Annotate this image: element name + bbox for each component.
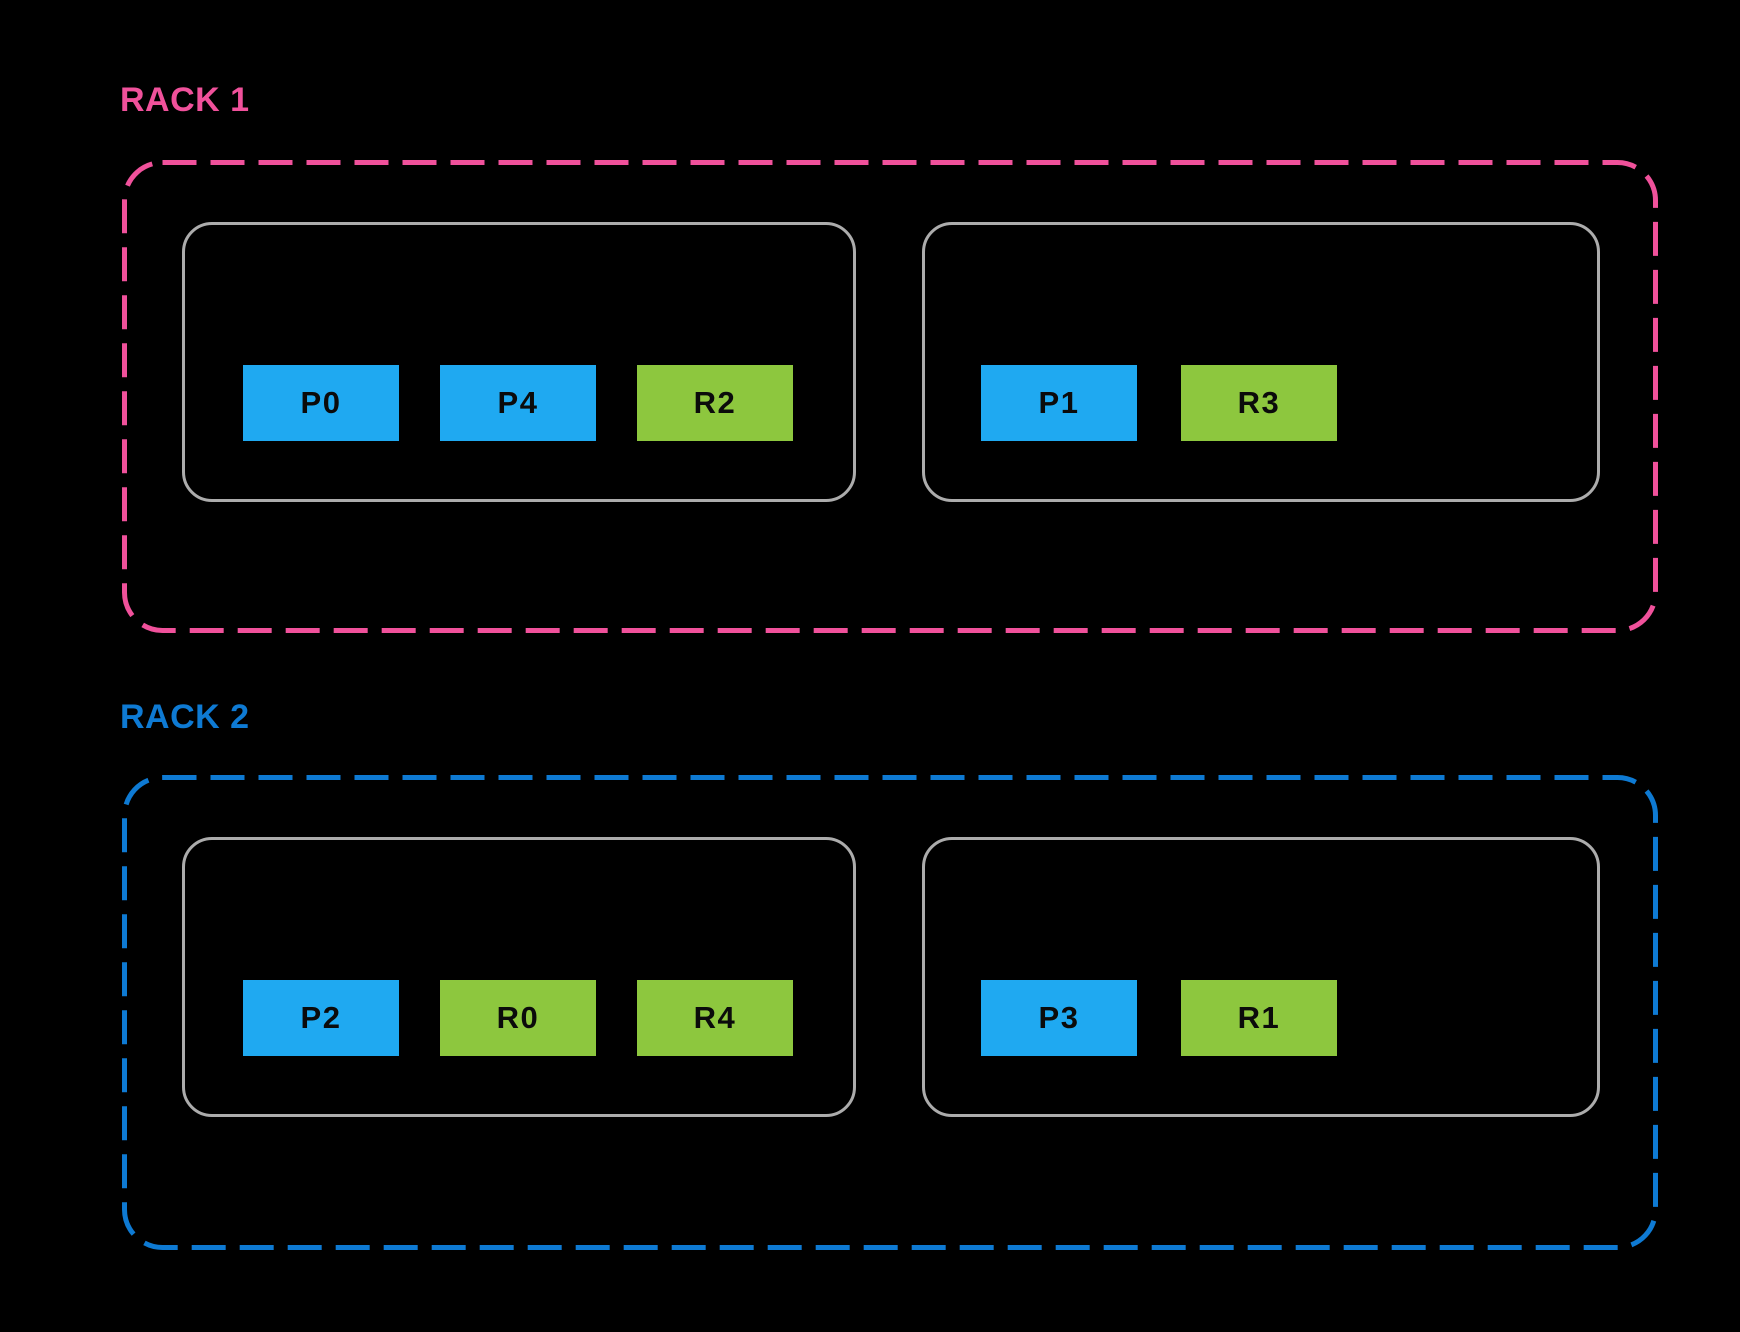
rack-2-node-2: P3 R1 — [922, 837, 1600, 1117]
rack-1-node-2: P1 R3 — [922, 222, 1600, 502]
rack-2-node-1-partitions: P2 R0 R4 — [243, 980, 793, 1056]
rack-1-boundary: P0 P4 R2 P1 R3 — [122, 160, 1658, 633]
rack-1-label: RACK 1 — [120, 81, 250, 119]
partition-box-r4: R4 — [637, 980, 793, 1056]
rack-1-node-1: P0 P4 R2 — [182, 222, 856, 502]
partition-box-p2: P2 — [243, 980, 399, 1056]
rack-1-node-1-partitions: P0 P4 R2 — [243, 365, 793, 441]
partition-box-p4: P4 — [440, 365, 596, 441]
rack-1-dashed-border-icon — [122, 160, 1658, 633]
partition-box-p1: P1 — [981, 365, 1137, 441]
partition-box-p3: P3 — [981, 980, 1137, 1056]
rack-2-boundary: P2 R0 R4 P3 R1 — [122, 775, 1658, 1250]
rack-2-node-2-partitions: P3 R1 — [981, 980, 1337, 1056]
partition-box-r1: R1 — [1181, 980, 1337, 1056]
rack-2-dashed-border-icon — [122, 775, 1658, 1250]
partition-box-r0: R0 — [440, 980, 596, 1056]
rack-2-node-1: P2 R0 R4 — [182, 837, 856, 1117]
rack-2-label: RACK 2 — [120, 698, 250, 736]
partition-box-r3: R3 — [1181, 365, 1337, 441]
partition-box-p0: P0 — [243, 365, 399, 441]
partition-box-r2: R2 — [637, 365, 793, 441]
rack-1-node-2-partitions: P1 R3 — [981, 365, 1337, 441]
